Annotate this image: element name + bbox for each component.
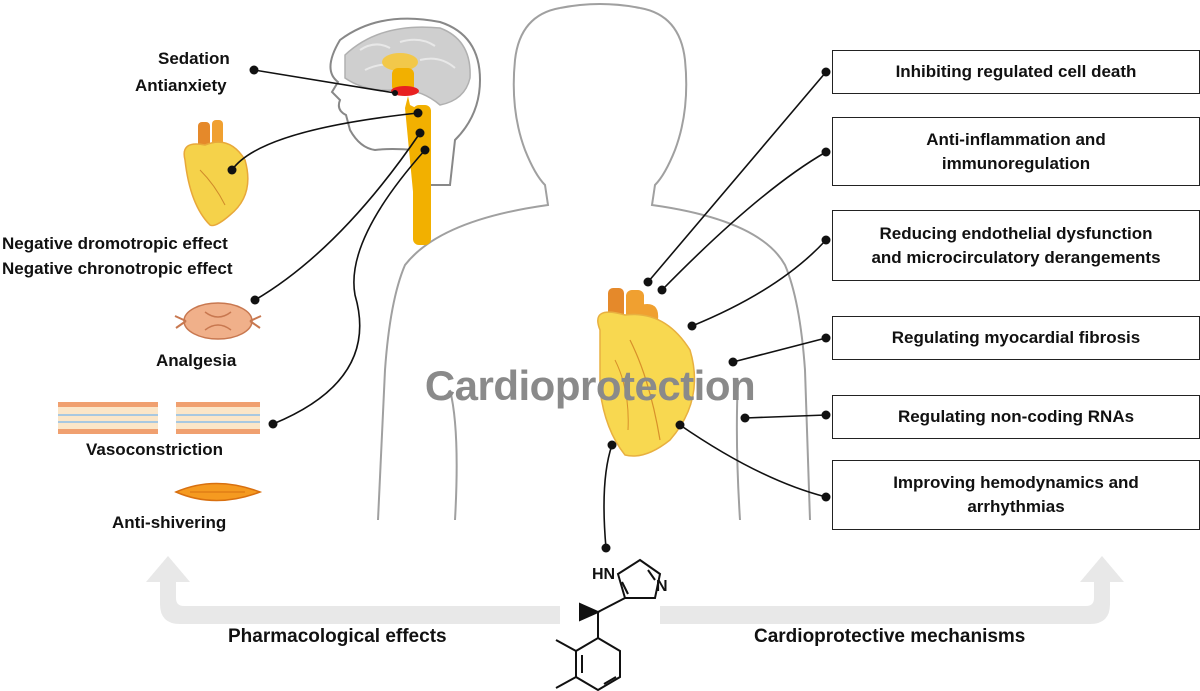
mechanism-box-4: Regulating myocardial fibrosis <box>832 316 1200 360</box>
label-pharmacological-effects: Pharmacological effects <box>228 626 447 647</box>
label-sedation: Sedation <box>158 49 230 68</box>
connector-lines <box>231 69 827 549</box>
label-chronotropic: Negative chronotropic effect <box>2 259 233 278</box>
left-upward-arrow <box>146 556 560 624</box>
head-profile <box>329 17 482 245</box>
atom-hn: HN <box>592 566 616 583</box>
atom-n: N <box>656 578 668 595</box>
spinal-cord-illustration <box>174 302 262 340</box>
label-antianxiety: Antianxiety <box>135 76 227 95</box>
mechanism-2-line1: Anti-inflammation and <box>926 129 1106 149</box>
label-dromotropic: Negative dromotropic effect <box>2 234 228 253</box>
connector-dots <box>227 65 831 553</box>
label-cardioprotective-mechanisms: Cardioprotective mechanisms <box>754 626 1026 647</box>
mechanism-6-line1: Improving hemodynamics and <box>893 473 1139 492</box>
right-upward-arrow <box>660 556 1124 624</box>
central-heart-illustration <box>597 288 696 457</box>
label-analgesia: Analgesia <box>156 351 237 370</box>
center-title: Cardioprotection <box>424 362 756 409</box>
mechanism-box-5: Regulating non-coding RNAs <box>832 395 1200 439</box>
mechanism-box-3: Reducing endothelial dysfunction and micr… <box>832 210 1200 281</box>
body-silhouette <box>377 3 811 521</box>
muscle-illustration <box>174 482 263 502</box>
small-heart-illustration <box>183 120 249 227</box>
mechanism-box-6: Improving hemodynamics and arrhythmias <box>832 460 1200 530</box>
vessels-illustration <box>58 402 260 434</box>
mechanism-4-line1: Regulating myocardial fibrosis <box>891 328 1141 347</box>
mechanism-1-line1: Inhibiting regulated cell death <box>895 62 1137 81</box>
mechanism-2-line2: immunoregulation <box>941 153 1091 173</box>
label-vasoconstriction: Vasoconstriction <box>86 440 223 459</box>
mechanism-5-line1: Regulating non-coding RNAs <box>897 407 1135 426</box>
mechanism-3-line1: Reducing endothelial dysfunction <box>879 223 1153 243</box>
mechanism-box-1: Inhibiting regulated cell death <box>832 50 1200 94</box>
mechanism-6-line2: arrhythmias <box>967 497 1065 516</box>
mechanism-3-line2: and microcirculatory derangements <box>871 247 1161 267</box>
label-antishivering: Anti-shivering <box>112 513 227 532</box>
molecule-structure <box>555 558 662 691</box>
mechanism-box-2: Anti-inflammation and immunoregulation <box>832 117 1200 186</box>
